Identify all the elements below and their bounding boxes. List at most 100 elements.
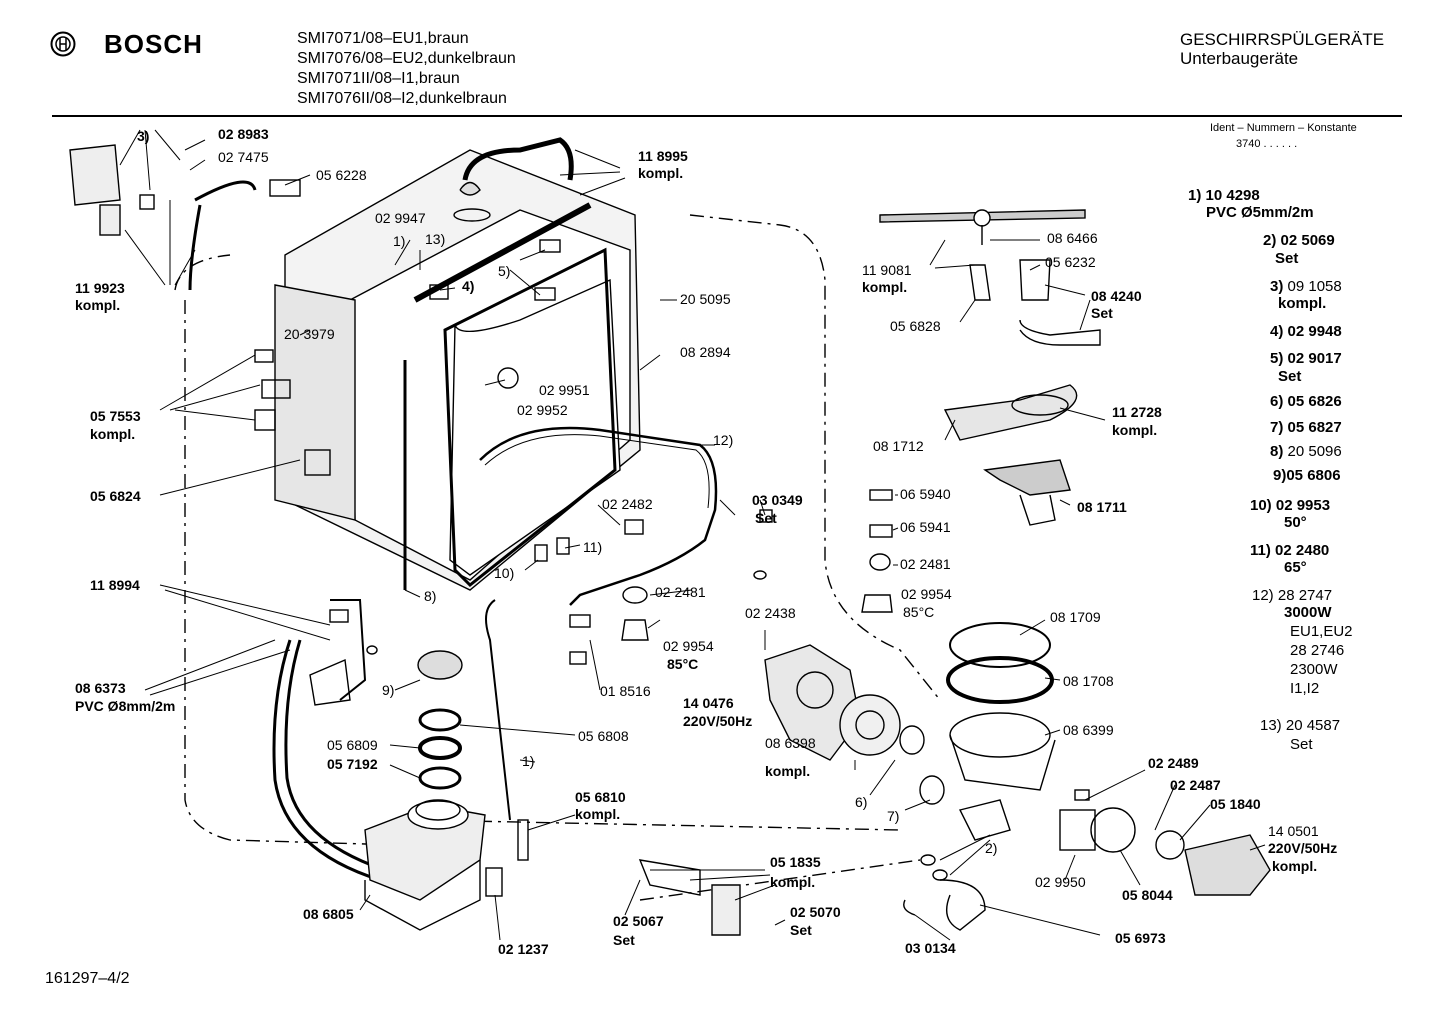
part-label: 02 2481 bbox=[655, 584, 706, 600]
part-label: 02 9947 bbox=[375, 210, 426, 226]
part-label: 02 2481 bbox=[900, 556, 951, 572]
legend-item: 8) 20 5096 bbox=[1270, 443, 1342, 460]
ident-title: Ident – Nummern – Konstante bbox=[1210, 122, 1357, 134]
legend-item: 2) 02 5069 bbox=[1263, 232, 1335, 249]
brand-name: BOSCH bbox=[104, 29, 203, 59]
part-label: 08 1709 bbox=[1050, 609, 1101, 625]
part-label: kompl. bbox=[1112, 422, 1158, 438]
legend-item-sub: Set bbox=[1275, 250, 1299, 267]
legend-item: PVC Ø5mm/2m bbox=[1206, 204, 1314, 221]
model-list: SMI7071/08–EU1,braun SMI7076/08–EU2,dunk… bbox=[297, 29, 516, 109]
legend-item: 1) 10 4298 bbox=[1188, 187, 1260, 204]
part-label: Set bbox=[755, 510, 777, 526]
part-label: 02 2489 bbox=[1148, 755, 1199, 771]
part-label: 03 0349 bbox=[752, 492, 803, 508]
part-label: 05 6824 bbox=[90, 488, 141, 504]
part-label: 1) bbox=[522, 753, 535, 769]
part-label: 02 2482 bbox=[602, 496, 653, 512]
legend-item: 9)05 6806 bbox=[1273, 467, 1341, 484]
part-label: 03 0134 bbox=[905, 940, 956, 956]
upper-hose bbox=[462, 137, 574, 181]
part-label: 01 8516 bbox=[600, 683, 651, 699]
part-label: 08 1708 bbox=[1063, 673, 1114, 689]
legend-item-sub: 2300W bbox=[1290, 661, 1338, 678]
part-label: 02 9954 bbox=[901, 586, 952, 602]
part-label: Set bbox=[613, 932, 635, 948]
part-label: 02 8983 bbox=[218, 126, 269, 142]
part-label: kompl. bbox=[1272, 858, 1318, 874]
part-label: 02 2487 bbox=[1170, 777, 1221, 793]
part-label: 08 4240 bbox=[1091, 288, 1142, 304]
part-label: 14 0476 bbox=[683, 695, 734, 711]
part-label: 11 8994 bbox=[90, 577, 140, 593]
part-label: 05 6228 bbox=[316, 167, 367, 183]
part-label: 02 2438 bbox=[745, 605, 796, 621]
part-label: 05 6973 bbox=[1115, 930, 1166, 946]
part-label: 02 9954 bbox=[663, 638, 714, 654]
part-label: 02 9950 bbox=[1035, 874, 1086, 890]
part-label: 02 1237 bbox=[498, 941, 549, 957]
part-label: 11) bbox=[583, 539, 603, 555]
part-label: PVC Ø8mm/2m bbox=[75, 698, 176, 714]
part-label: 08 2894 bbox=[680, 344, 731, 360]
part-label: 85°C bbox=[903, 604, 935, 620]
part-label: 08 1712 bbox=[873, 438, 924, 454]
legend-item: 6) 05 6826 bbox=[1270, 393, 1342, 410]
legend-item-sub: I1,I2 bbox=[1290, 680, 1320, 697]
part-label: 08 6398 bbox=[765, 735, 816, 751]
part-label: 05 7192 bbox=[327, 756, 378, 772]
part-label: 02 5070 bbox=[790, 904, 841, 920]
part-label: Set bbox=[1091, 305, 1113, 321]
legend-item-sub: 3000W bbox=[1284, 604, 1332, 621]
legend-item: 13) 20 4587 bbox=[1260, 717, 1341, 734]
legend-item: 11) 02 2480 bbox=[1250, 542, 1330, 559]
model-line: SMI7071II/08–I1,braun bbox=[297, 70, 460, 87]
part-label: 05 8044 bbox=[1122, 887, 1173, 903]
part-label: kompl. bbox=[765, 763, 811, 779]
legend-item-sub: 28 2746 bbox=[1290, 642, 1345, 659]
part-label: 06 5940 bbox=[900, 486, 951, 502]
drain-pump bbox=[1184, 834, 1271, 896]
part-label: 11 8995 bbox=[638, 148, 688, 164]
part-label: 05 1840 bbox=[1210, 796, 1261, 812]
part-label: 08 6805 bbox=[303, 906, 354, 922]
part-label: 08 6466 bbox=[1047, 230, 1098, 246]
subcategory-title: Unterbaugeräte bbox=[1180, 49, 1299, 68]
part-label: kompl. bbox=[75, 297, 121, 313]
part-label: 06 5941 bbox=[900, 519, 951, 535]
part-label: 05 1835 bbox=[770, 854, 821, 870]
model-line: SMI7076II/08–I2,dunkelbraun bbox=[297, 90, 507, 107]
legend-item-sub: Set bbox=[1278, 368, 1302, 385]
part-label: 05 6828 bbox=[890, 318, 941, 334]
legend-item: 3) 09 1058 bbox=[1270, 278, 1342, 295]
ident-value: 3740 . . . . . . bbox=[1236, 138, 1298, 150]
part-label: 20 3979 bbox=[284, 326, 335, 342]
fine-filter bbox=[943, 384, 1078, 441]
legend-item-sub: Set bbox=[1290, 736, 1313, 753]
part-label: kompl. bbox=[770, 874, 816, 890]
part-label: 220V/50Hz bbox=[1268, 840, 1338, 856]
legend-item-sub: kompl. bbox=[1278, 295, 1327, 312]
part-label: 220V/50Hz bbox=[683, 713, 753, 729]
legend-item: 5) 02 9017 bbox=[1270, 350, 1342, 367]
part-label: 08 1711 bbox=[1077, 499, 1127, 515]
part-label: 4) bbox=[462, 278, 475, 294]
model-line: SMI7076/08–EU2,dunkelbraun bbox=[297, 50, 516, 67]
category-title: GESCHIRRSPÜLGERÄTE bbox=[1180, 30, 1385, 49]
legend-item: 4) 02 9948 bbox=[1270, 323, 1342, 340]
legend-item: 7) 05 6827 bbox=[1270, 419, 1342, 436]
part-label: 11 9923 bbox=[75, 280, 125, 296]
legend-item-sub: 50° bbox=[1284, 514, 1307, 531]
document-number: 161297–4/2 bbox=[45, 970, 130, 987]
sump-ring bbox=[949, 622, 1051, 668]
part-label: 08 6399 bbox=[1063, 722, 1114, 738]
part-label: 08 6373 bbox=[75, 680, 126, 696]
part-label: 1) bbox=[393, 233, 406, 249]
part-label: kompl. bbox=[638, 165, 684, 181]
legend-item-sub: EU1,EU2 bbox=[1290, 623, 1353, 640]
legend-item: 10) 02 9953 bbox=[1250, 497, 1331, 514]
part-label: 05 6808 bbox=[578, 728, 629, 744]
drain-hose bbox=[272, 639, 381, 882]
header-divider bbox=[52, 115, 1402, 117]
